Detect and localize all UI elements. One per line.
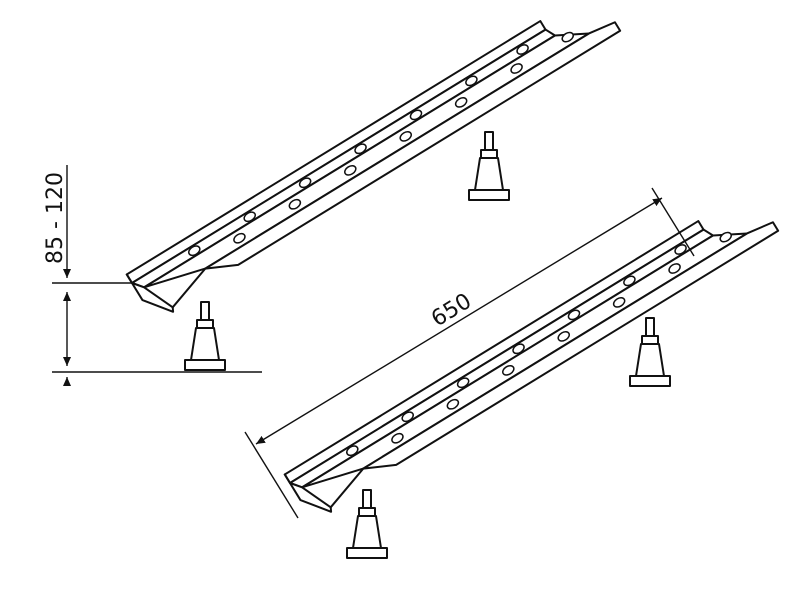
- upper-front-foot: [184, 301, 226, 371]
- lower-rail-body: [283, 187, 783, 524]
- upper-rail-body: [125, 0, 625, 324]
- lower-front-foot: [346, 489, 388, 559]
- lower-rear-foot: [629, 317, 671, 387]
- length-extension-front: [244, 431, 299, 519]
- height-dimension: 85 - 120: [43, 165, 262, 386]
- length-dimension-line: [255, 197, 663, 445]
- height-dimension-label: 85 - 120: [43, 172, 68, 264]
- lower-rail: [283, 187, 783, 559]
- upper-rear-foot: [468, 131, 510, 201]
